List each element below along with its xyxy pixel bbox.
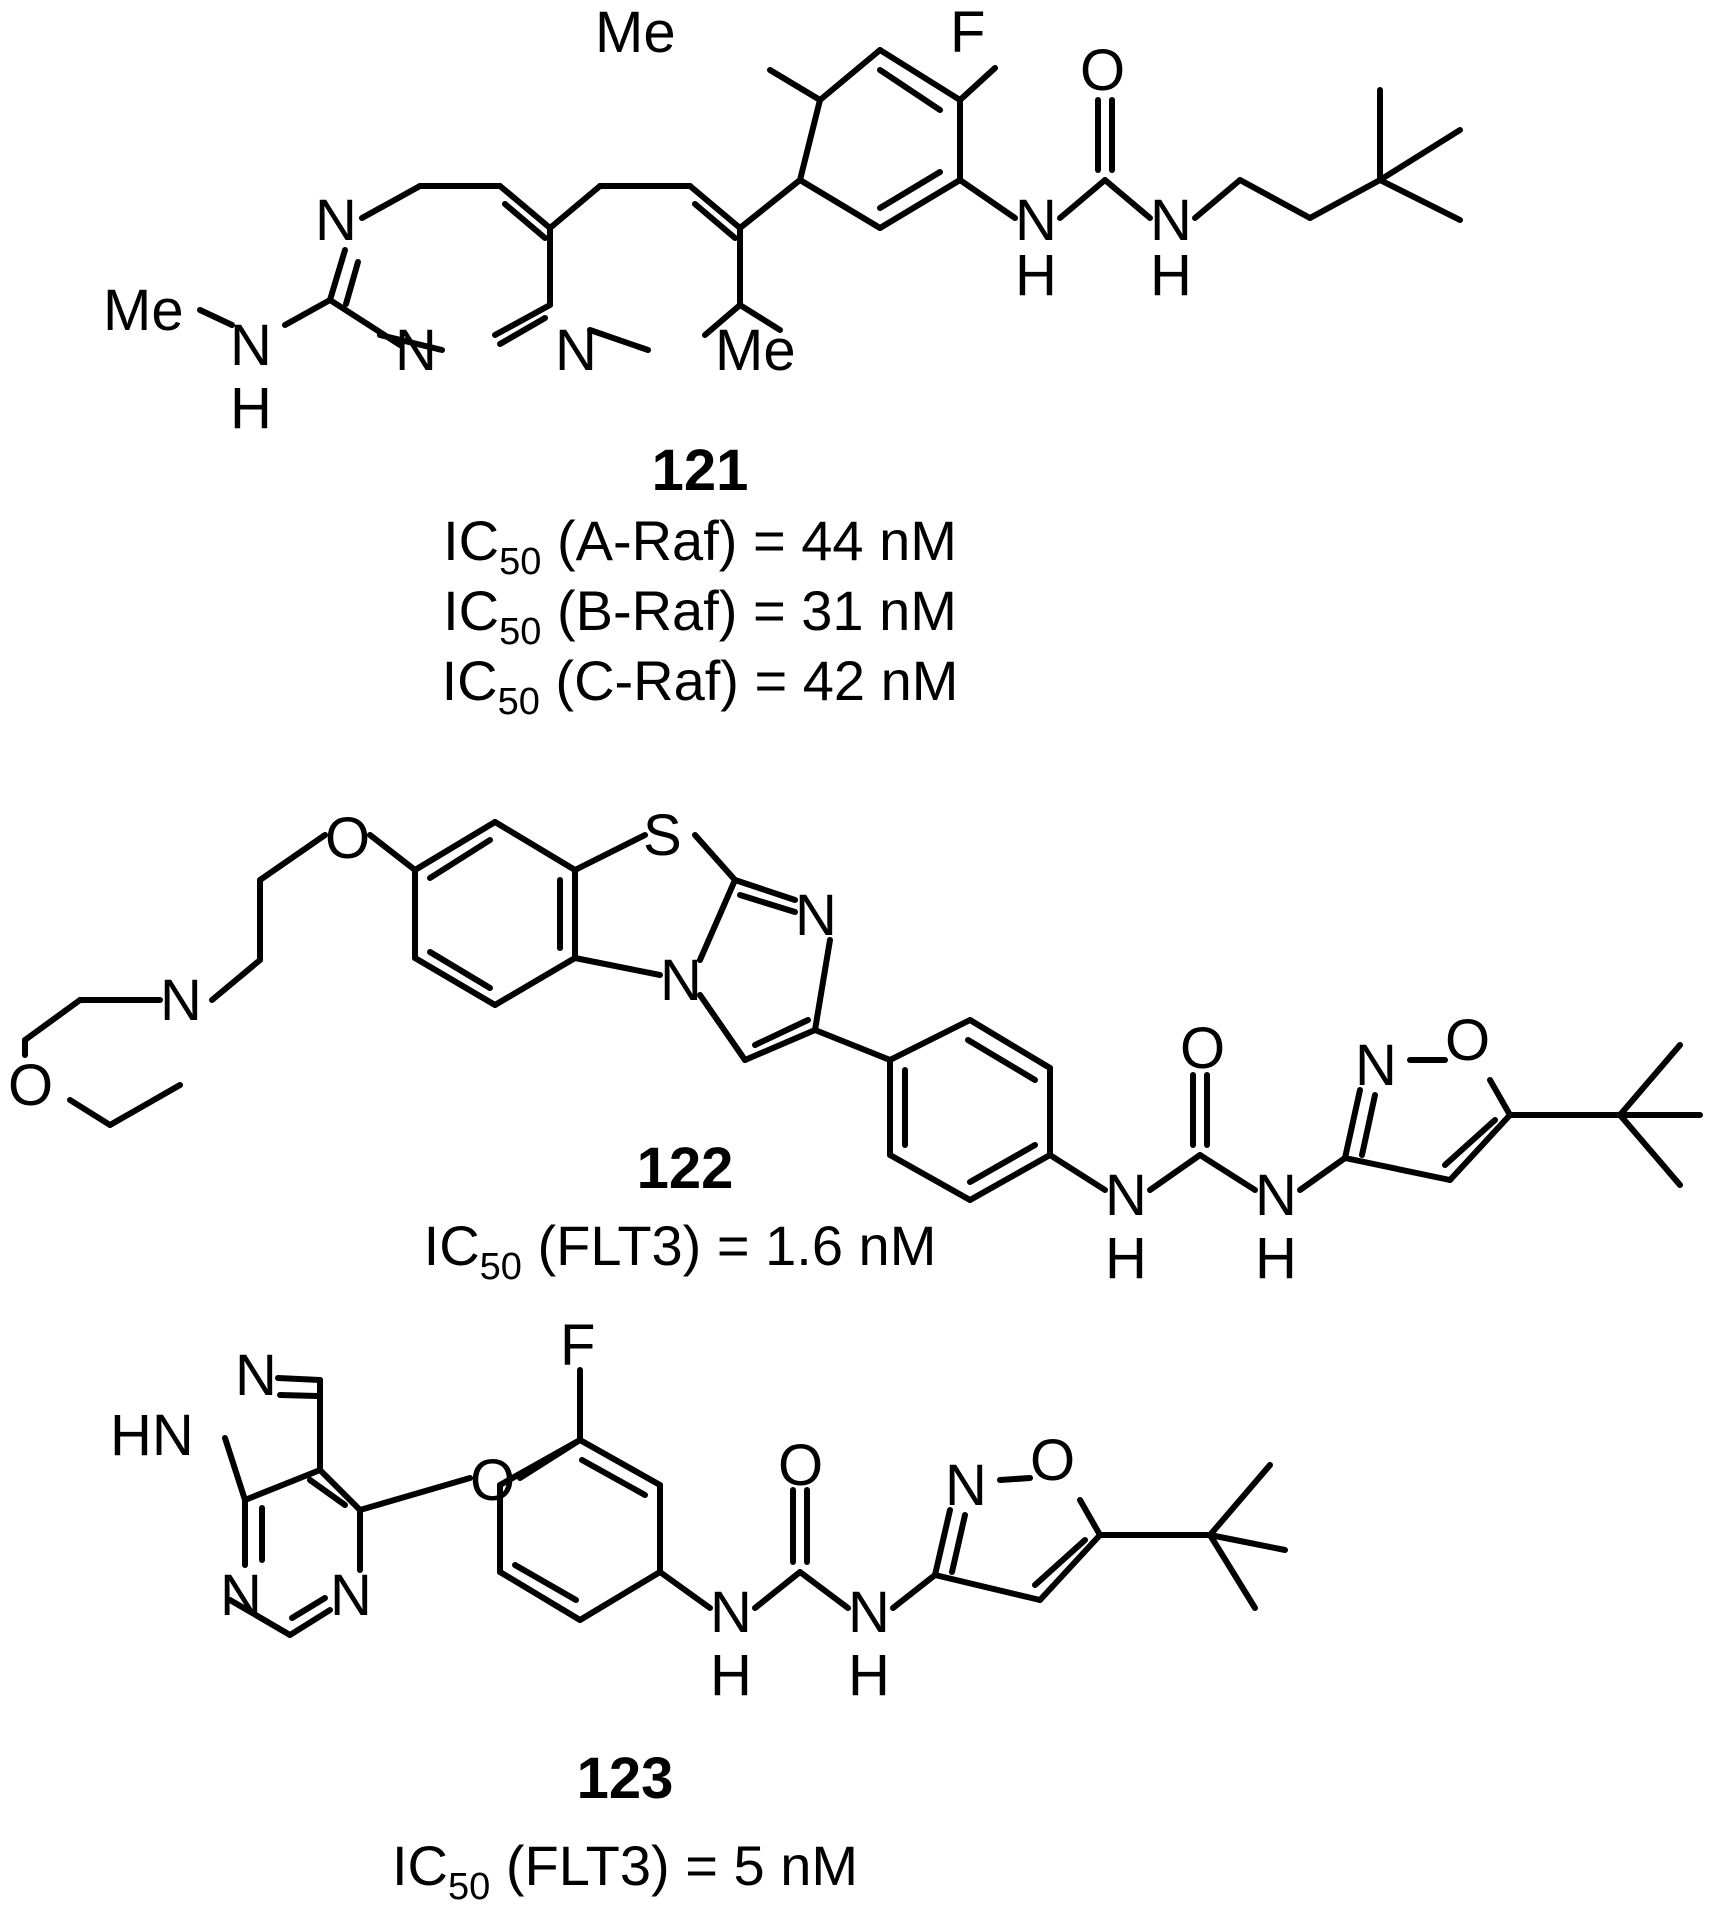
atom-o-label: O (1080, 38, 1125, 103)
atom-n-label: N (945, 1453, 987, 1518)
activity-122: IC50 (FLT3) = 1.6 nM (424, 1214, 937, 1288)
atom-n-label: N (660, 948, 702, 1013)
atom-n-label: N (1105, 1163, 1147, 1228)
atom-n-label: N (848, 1580, 890, 1645)
atom-h-label: H (1150, 243, 1192, 308)
atom-n-label: N (230, 313, 272, 378)
activity-121-c: IC50 (C-Raf) = 42 nM (442, 649, 959, 723)
atom-o-label: O (778, 1433, 823, 1498)
atom-n-label: N (160, 968, 202, 1033)
atom-n-label: N (555, 318, 597, 383)
atom-n-label: N (315, 188, 357, 253)
atom-h-label: H (1015, 243, 1057, 308)
atom-o-label: O (1030, 1428, 1075, 1493)
atom-me-label: Me (715, 318, 796, 383)
atom-n-label: N (1355, 1033, 1397, 1098)
atom-n-label: N (330, 1563, 372, 1628)
atom-n-label: N (1015, 188, 1057, 253)
structure-122: O S N N N O O N O N H N H 122 IC50 (FLT3… (8, 803, 1703, 1291)
atom-h-label: H (230, 376, 272, 441)
structure-123: N HN O F N N O N O N H N H 123 IC50 (FLT… (110, 1313, 1288, 1908)
atom-me-label: Me (595, 0, 676, 65)
atom-n-label: N (220, 1563, 262, 1628)
atom-o-label: O (1445, 1008, 1490, 1073)
atom-o-label: O (8, 1053, 53, 1118)
structure-121: Me F O N N N Me Me N H N H N H 121 IC50 … (103, 0, 1463, 723)
compound-id-122: 122 (637, 1136, 734, 1201)
atom-n-label: N (1150, 188, 1192, 253)
atom-f-label: F (560, 1313, 595, 1378)
atom-me-label: Me (103, 278, 184, 343)
activity-121-a: IC50 (A-Raf) = 44 nM (443, 509, 957, 583)
atom-o-label: O (470, 1448, 515, 1513)
atom-h-label: H (710, 1643, 752, 1708)
atom-hn-label: HN (110, 1403, 194, 1468)
atom-h-label: H (1255, 1226, 1297, 1291)
activity-123: IC50 (FLT3) = 5 nM (392, 1834, 858, 1908)
atom-o-label: O (1180, 1016, 1225, 1081)
atom-h-label: H (848, 1643, 890, 1708)
atom-n-label: N (395, 318, 437, 383)
atom-s-label: S (643, 803, 682, 868)
atom-n-label: N (235, 1343, 277, 1408)
activity-121-b: IC50 (B-Raf) = 31 nM (443, 579, 957, 653)
atom-n-label: N (795, 883, 837, 948)
atom-h-label: H (1105, 1226, 1147, 1291)
compound-id-123: 123 (577, 1746, 674, 1811)
atom-f-label: F (950, 0, 985, 65)
compound-id-121: 121 (652, 438, 749, 503)
atom-n-label: N (710, 1580, 752, 1645)
atom-o-label: O (325, 806, 370, 871)
atom-n-label: N (1255, 1163, 1297, 1228)
